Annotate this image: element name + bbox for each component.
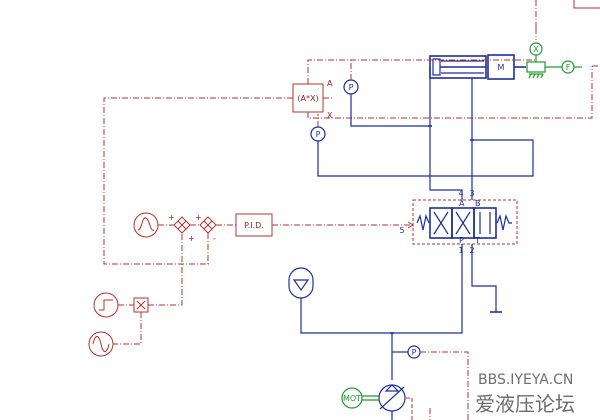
hydraulic-cylinder[interactable] — [429, 55, 487, 79]
motor-label: M — [498, 63, 505, 72]
signal-generator[interactable] — [133, 212, 159, 238]
function-port-top: A — [327, 79, 333, 88]
speed-sensor-label: X — [533, 45, 539, 54]
watermark-line-2: 爱液压论坛 — [475, 392, 575, 416]
proportional-valve[interactable]: 4 3 1 2 5 A B P T — [399, 189, 518, 255]
valve-port-a: A — [459, 199, 465, 208]
accumulator[interactable] — [288, 267, 314, 299]
sum1-plus-a: + — [168, 213, 175, 222]
pressure-sensor-b-label: P — [316, 130, 321, 139]
valve-num-4: 4 — [458, 189, 463, 198]
pid-label: P.I.D. — [244, 221, 264, 230]
pressure-sensor-b[interactable]: P — [310, 114, 534, 177]
step-input[interactable] — [93, 292, 119, 318]
pressure-sensor-a-label: P — [349, 83, 354, 92]
sine-input[interactable] — [88, 331, 114, 357]
watermark: BBS.IYEYA.CN 爱液压论坛 — [475, 372, 575, 416]
multiplier-block[interactable] — [133, 297, 149, 313]
electric-motor-label: MOT — [343, 394, 361, 403]
force-label: F — [566, 63, 571, 72]
pump-pressure-sensor[interactable]: P — [407, 345, 469, 420]
valve-port-b: B — [475, 199, 481, 208]
pid-controller[interactable]: P.I.D. — [235, 213, 273, 237]
summing-junction-1[interactable]: + + — [168, 213, 195, 243]
hydraulic-pump[interactable] — [378, 384, 413, 420]
summing-junction-2[interactable]: + - — [195, 213, 217, 243]
pressure-sensor-a[interactable]: P — [343, 60, 430, 127]
function-port-bottom: X — [327, 111, 333, 120]
watermark-line-1: BBS.IYEYA.CN — [478, 372, 573, 388]
valve-port-p: P — [459, 236, 464, 245]
sum1-plus-b: + — [188, 234, 195, 243]
valve-num-3: 3 — [469, 189, 474, 198]
top-right-fragment — [535, 0, 600, 67]
load-motor[interactable]: M — [487, 54, 526, 80]
electric-motor[interactable]: MOT — [341, 387, 379, 409]
valve-num-5: 5 — [399, 226, 404, 235]
sum2-minus: - — [213, 234, 216, 243]
pump-pressure-label: P — [412, 348, 417, 357]
valve-port-t: T — [474, 236, 480, 245]
sum2-plus: + — [195, 213, 202, 222]
mechanical-load[interactable]: X F — [526, 42, 582, 79]
function-block[interactable]: (A*X) A X — [292, 79, 333, 120]
function-label: (A*X) — [297, 94, 318, 103]
valve-num-1: 1 — [458, 246, 463, 255]
